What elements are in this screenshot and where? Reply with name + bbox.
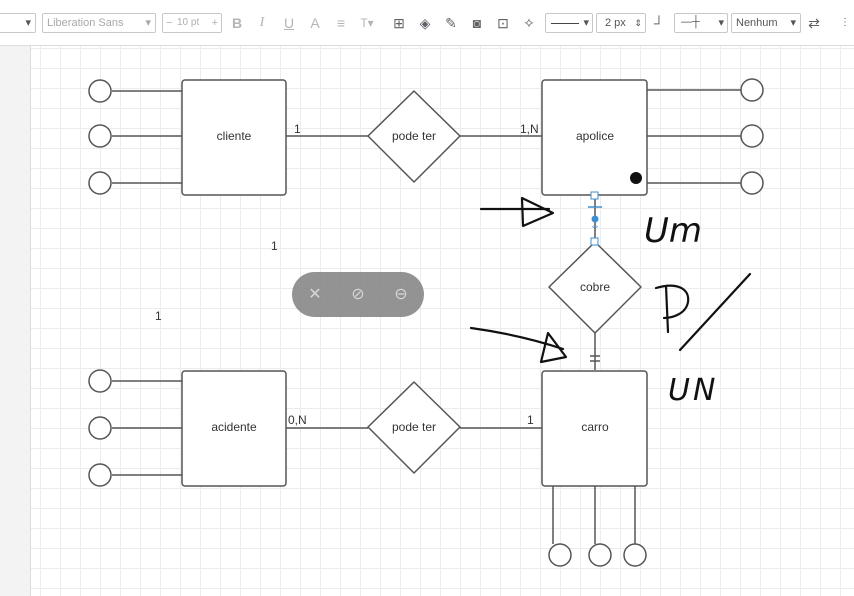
solid-line-icon — [551, 23, 579, 24]
entity-label-acidente: acidente — [211, 420, 257, 434]
text-options-icon[interactable]: T▾ — [360, 16, 374, 30]
attribute-circle[interactable] — [588, 543, 612, 567]
cardinality-apolice: 1,N — [520, 122, 539, 136]
hand-slash — [678, 272, 752, 352]
fill-color-icon[interactable]: ◈ — [419, 15, 431, 31]
shape-style-arrow: ▾ — [25, 17, 31, 29]
relationship-label-pode-ter-bottom: pode ter — [392, 420, 436, 434]
attribute-circle[interactable] — [740, 124, 764, 148]
line-end-dropdown[interactable]: Nenhum ▾ — [731, 13, 801, 33]
chevron-down-icon: ▾ — [145, 17, 151, 29]
line-start-icon: —┼ — [681, 16, 700, 28]
relationship-cobre[interactable] — [548, 241, 642, 334]
shape-style-dropdown[interactable]: ▾ — [0, 13, 36, 33]
entity-label-cliente: cliente — [217, 129, 252, 143]
cardinality-cliente: 1 — [294, 122, 301, 136]
handwriting-um: Um — [644, 211, 702, 251]
line-color-icon[interactable]: ✎ — [445, 15, 457, 31]
entity-cliente[interactable] — [181, 79, 287, 196]
entity-carro[interactable] — [541, 370, 648, 487]
attribute-circle[interactable] — [740, 78, 764, 102]
line-style-dropdown[interactable]: ▾ — [545, 13, 593, 33]
attribute-circle[interactable] — [623, 543, 647, 567]
arrange-icon[interactable]: ⊞ — [393, 15, 405, 31]
font-family-select[interactable]: Liberation Sans ▾ — [42, 13, 156, 33]
edit-style-icon[interactable]: ⊡ — [497, 15, 509, 31]
italic-icon[interactable]: I — [259, 15, 265, 30]
align-icon[interactable]: ≡ — [336, 15, 346, 31]
attribute-circle[interactable] — [88, 416, 112, 440]
attribute-circle[interactable] — [88, 79, 112, 103]
hand-arrow-bottom — [469, 326, 565, 351]
minus-icon[interactable]: − — [166, 17, 173, 29]
attribute-circle[interactable] — [88, 124, 112, 148]
line-end-value: Nenhum — [736, 17, 778, 29]
relationship-pode-ter-bottom[interactable] — [367, 381, 461, 474]
magic-wand-icon[interactable]: ✧ — [523, 15, 535, 31]
minus-circle-icon[interactable]: ⊖ — [394, 286, 408, 303]
more-icon[interactable]: ⋮ — [840, 17, 850, 28]
shadow-icon[interactable]: ◙ — [472, 15, 482, 31]
cardinality-floating: 1 — [155, 309, 162, 323]
waypoint-icon[interactable]: ┘ — [654, 15, 664, 31]
text-color-icon[interactable]: A — [310, 15, 320, 31]
underline-icon[interactable]: U — [283, 15, 295, 31]
chevron-down-icon: ▾ — [583, 17, 589, 29]
chevron-down-icon: ▾ — [718, 17, 724, 29]
hand-arrowhead-top — [520, 196, 555, 228]
attribute-circle[interactable] — [88, 463, 112, 487]
selection-handle[interactable] — [590, 191, 599, 200]
selection-handle[interactable] — [590, 237, 599, 246]
relationship-label-cobre: cobre — [580, 280, 610, 294]
cardinality-floating: 1 — [271, 239, 278, 253]
plus-icon[interactable]: + — [211, 17, 218, 29]
attribute-circle[interactable] — [88, 369, 112, 393]
bold-icon[interactable]: B — [231, 15, 243, 31]
move-cursor-icon: ⇔ — [590, 221, 600, 232]
font-size-value: 10 pt — [177, 17, 200, 28]
relationship-label-pode-ter-top: pode ter — [392, 129, 436, 143]
cardinality-carro: 1 — [527, 413, 534, 427]
relationship-pode-ter-top[interactable] — [367, 90, 461, 183]
swap-icon[interactable]: ⇄ — [808, 15, 820, 31]
line-width-value: 2 px — [605, 17, 626, 29]
edge-midpoint-handle[interactable] — [591, 215, 599, 223]
entity-label-apolice: apolice — [576, 129, 614, 143]
cardinality-acidente: 0,N — [288, 413, 307, 427]
attribute-circle[interactable] — [548, 543, 572, 567]
hand-arrowhead-bottom — [539, 331, 568, 364]
handwriting-un: UN — [668, 373, 718, 408]
font-size-stepper[interactable]: − 10 pt + — [162, 13, 222, 33]
hand-letter-p — [654, 284, 690, 334]
attribute-circle[interactable] — [88, 171, 112, 195]
line-width-stepper[interactable]: 2 px ⇕ — [596, 13, 646, 33]
font-family-value: Liberation Sans — [47, 17, 124, 29]
stepper-icon[interactable]: ⇕ — [634, 18, 642, 28]
line-start-dropdown[interactable]: —┼ ▾ — [674, 13, 728, 33]
entity-acidente[interactable] — [181, 370, 287, 487]
left-panel — [0, 46, 31, 596]
entity-label-carro: carro — [581, 420, 609, 434]
unpin-icon[interactable]: ✕ — [308, 286, 322, 303]
format-toolbar: ▾ Liberation Sans ▾ − 10 pt + B I U A ≡ … — [0, 0, 854, 46]
attribute-circle[interactable] — [740, 171, 764, 195]
chevron-down-icon: ▾ — [790, 17, 796, 29]
identifier-dot — [630, 172, 642, 184]
floating-controls: ✕ ⊘ ⊖ — [292, 272, 424, 317]
mute-icon[interactable]: ⊘ — [351, 286, 365, 303]
